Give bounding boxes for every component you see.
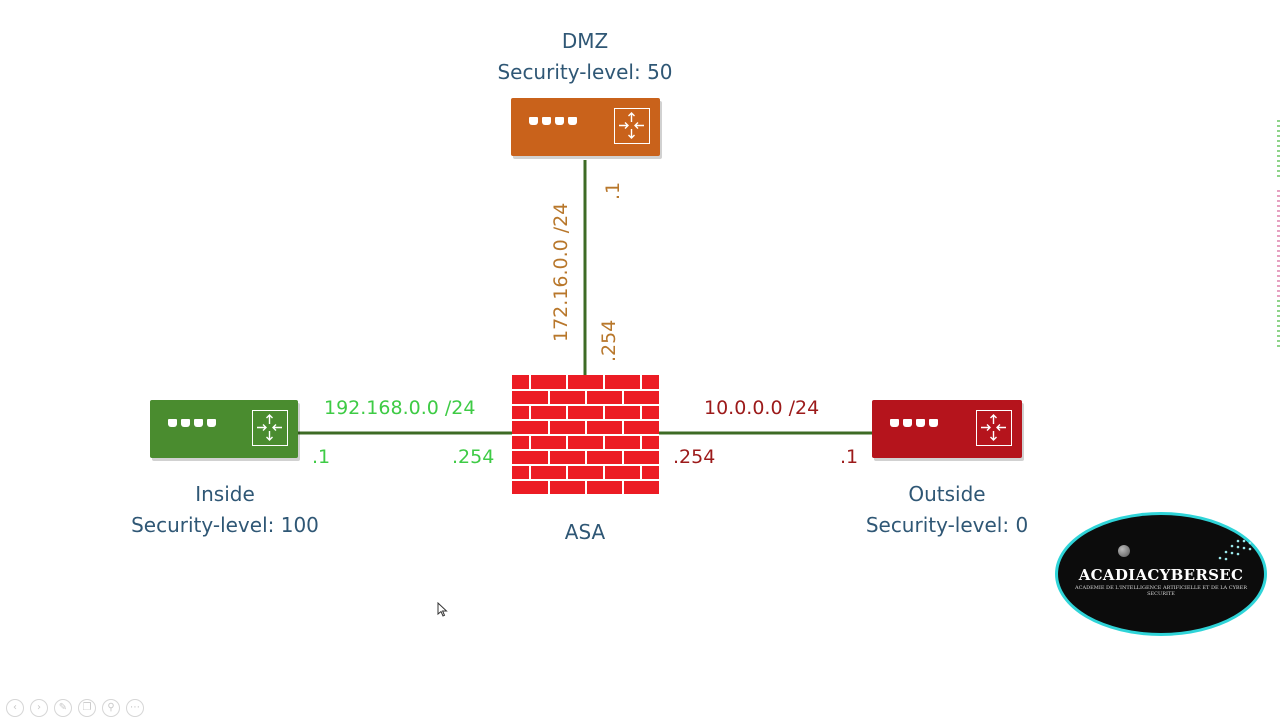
router-switch-icon	[252, 410, 288, 446]
acadiacybersec-logo: ACADIACYBERSEC ACADEMIE DE L'INTELLIGENC…	[1058, 515, 1264, 633]
inside-asa-ip: .254	[452, 446, 495, 468]
edge-strip-green	[1277, 120, 1280, 180]
logo-dot-icon	[1118, 545, 1130, 557]
zoom-icon[interactable]: ⚲	[102, 699, 120, 717]
mouse-cursor-icon	[437, 602, 448, 617]
firewall-brick-icon	[512, 375, 659, 494]
edge-strip-pink	[1277, 190, 1280, 300]
logo-title: ACADIACYBERSEC	[1078, 566, 1244, 584]
router-switch-icon	[614, 108, 650, 144]
dmz-device-ip: .1	[602, 181, 624, 200]
previous-icon[interactable]: ‹	[6, 699, 24, 717]
switch-ports-icon	[890, 419, 938, 427]
inside-router[interactable]	[150, 400, 298, 458]
dmz-security-level: Security-level: 50	[497, 60, 673, 84]
next-icon[interactable]: ›	[30, 699, 48, 717]
inside-network-label: 192.168.0.0 /24	[324, 397, 476, 419]
dmz-zone-name: DMZ	[561, 29, 609, 53]
dmz-router[interactable]	[511, 98, 660, 156]
inside-device-ip: .1	[312, 446, 331, 468]
switch-ports-icon	[529, 117, 577, 125]
pen-icon[interactable]: ✎	[54, 699, 72, 717]
logo-dots-pattern-icon	[1218, 539, 1252, 561]
outside-security-level: Security-level: 0	[865, 513, 1029, 537]
asa-firewall[interactable]	[512, 375, 659, 494]
router-switch-icon	[976, 410, 1012, 446]
inside-zone-name: Inside	[195, 482, 255, 506]
outside-network-label: 10.0.0.0 /24	[704, 397, 820, 419]
dmz-network-label: 172.16.0.0 /24	[550, 202, 572, 342]
asa-name: ASA	[564, 520, 606, 544]
outside-device-ip: .1	[840, 446, 859, 468]
logo-subtitle: ACADEMIE DE L'INTELLIGENCE ARTIFICIELLE …	[1075, 585, 1247, 597]
copy-icon[interactable]: ❐	[78, 699, 96, 717]
outside-asa-ip: .254	[673, 446, 716, 468]
inside-security-level: Security-level: 100	[131, 513, 319, 537]
dmz-asa-ip: .254	[598, 319, 620, 362]
presentation-toolbar: ‹ › ✎ ❐ ⚲ ⋯	[6, 699, 144, 717]
more-icon[interactable]: ⋯	[126, 699, 144, 717]
edge-strip-green-lower	[1277, 300, 1280, 350]
outside-router[interactable]	[872, 400, 1022, 458]
switch-ports-icon	[168, 419, 216, 427]
outside-zone-name: Outside	[908, 482, 986, 506]
